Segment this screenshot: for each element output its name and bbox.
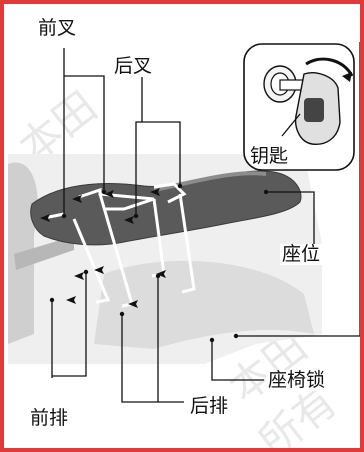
leader-front-fork bbox=[63, 48, 105, 216]
key-inset bbox=[243, 43, 355, 171]
leader-seat bbox=[266, 191, 315, 244]
arrow-mark bbox=[74, 272, 84, 280]
diagram-artwork bbox=[8, 42, 360, 403]
arrow-mark bbox=[150, 188, 160, 196]
arrow-mark bbox=[104, 190, 114, 198]
label-seat-lock: 座椅锁 bbox=[266, 369, 328, 391]
seat-highlight bbox=[153, 171, 267, 192]
leader-rear-row bbox=[121, 276, 184, 403]
leader-lines bbox=[51, 42, 360, 403]
label-seat: 座位 bbox=[280, 243, 323, 265]
label-rear-fork: 后叉 bbox=[112, 55, 155, 77]
front-shock-absorber bbox=[14, 236, 74, 270]
key-icon bbox=[263, 65, 341, 145]
arrow-mark bbox=[40, 214, 50, 222]
arrow-mark bbox=[124, 216, 134, 224]
rotation-arrow-head bbox=[342, 72, 352, 82]
rear-fender bbox=[94, 260, 314, 349]
rear-fork-wire bbox=[178, 193, 196, 294]
arrow-mark bbox=[156, 270, 166, 278]
leader-seat-lock bbox=[236, 42, 360, 337]
arrow-mark bbox=[128, 300, 138, 308]
leader-seat-lock-lower bbox=[211, 340, 264, 381]
label-front-row: 前排 bbox=[28, 407, 71, 429]
label-key: 钥匙 bbox=[250, 145, 289, 167]
arrow-mark bbox=[94, 266, 104, 274]
leader-dots bbox=[49, 183, 269, 343]
leader-front-row bbox=[51, 272, 87, 378]
leader-rear-fork bbox=[135, 74, 181, 216]
leader-key bbox=[281, 113, 301, 137]
label-rear-row: 后排 bbox=[188, 395, 231, 417]
arrow-mark bbox=[66, 296, 76, 304]
arrow-mark bbox=[72, 195, 82, 203]
insertion-arrows bbox=[40, 188, 166, 308]
rotation-arrow-icon bbox=[305, 57, 354, 77]
label-front-fork: 前叉 bbox=[36, 17, 79, 39]
